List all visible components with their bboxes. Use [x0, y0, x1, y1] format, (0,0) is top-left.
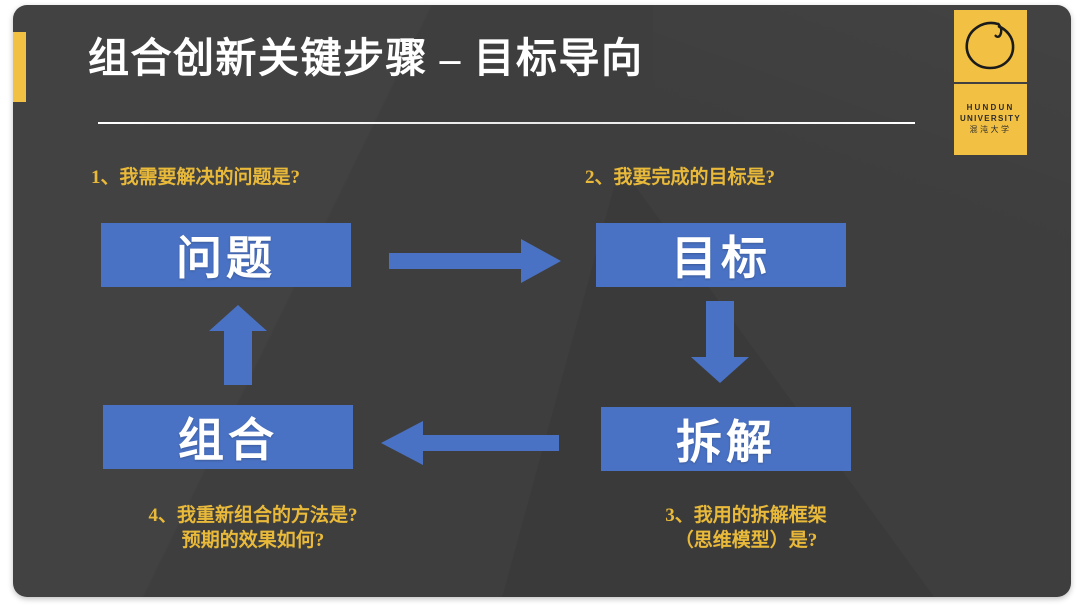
arrow-right-icon	[389, 237, 561, 285]
title-divider	[98, 122, 915, 124]
arrow-down-icon	[689, 301, 751, 383]
brand-name-en-1: HUNDUN	[966, 102, 1015, 112]
label-step-2: 2、我要完成的目标是?	[585, 167, 776, 188]
brand-logo: HUNDUN UNIVERSITY 混沌大学	[954, 10, 1027, 155]
brush-circle-icon	[954, 10, 1027, 82]
page-title: 组合创新关键步骤 – 目标导向	[88, 35, 644, 81]
label-step-1: 1、我需要解决的问题是?	[91, 167, 301, 188]
brand-logo-text: HUNDUN UNIVERSITY 混沌大学	[954, 84, 1027, 155]
arrow-up-icon	[207, 305, 269, 385]
title-accent-bar	[13, 32, 26, 102]
arrow-left-icon	[381, 419, 559, 467]
node-combine[interactable]: 组合	[103, 405, 353, 469]
brand-name-en-2: UNIVERSITY	[959, 113, 1021, 123]
node-breakdown[interactable]: 拆解	[601, 407, 851, 471]
label-step-3: 3、我用的拆解框架 （思维模型）是?	[665, 505, 827, 552]
node-goal[interactable]: 目标	[596, 223, 846, 287]
node-problem[interactable]: 问题	[101, 223, 351, 287]
label-step-4: 4、我重新组合的方法是? 预期的效果如何?	[148, 505, 358, 552]
brand-name-zh: 混沌大学	[969, 125, 1012, 135]
slide-card: 组合创新关键步骤 – 目标导向 HUNDUN UNIVERSITY 混沌大学 1…	[13, 5, 1071, 597]
